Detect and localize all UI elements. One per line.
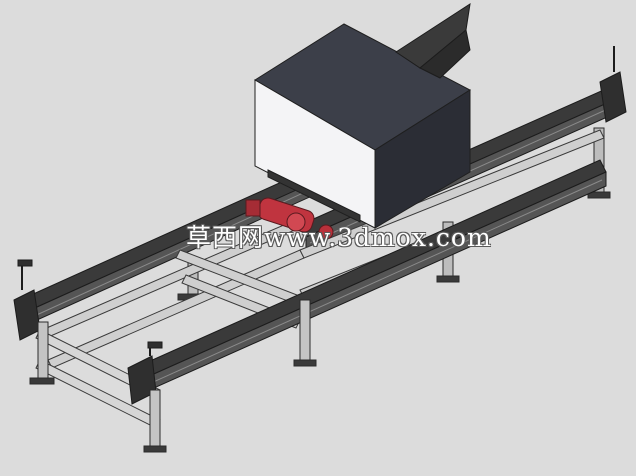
- conveyor-rail-front: [129, 159, 607, 397]
- end-stops: [13, 46, 627, 405]
- rear-bracket: [395, 2, 471, 79]
- support-legs-front: [29, 299, 317, 453]
- drive-motor: [245, 197, 334, 240]
- watermark-text: 草西网www.3dmox.com: [186, 223, 492, 252]
- enclosure-box: [254, 23, 472, 229]
